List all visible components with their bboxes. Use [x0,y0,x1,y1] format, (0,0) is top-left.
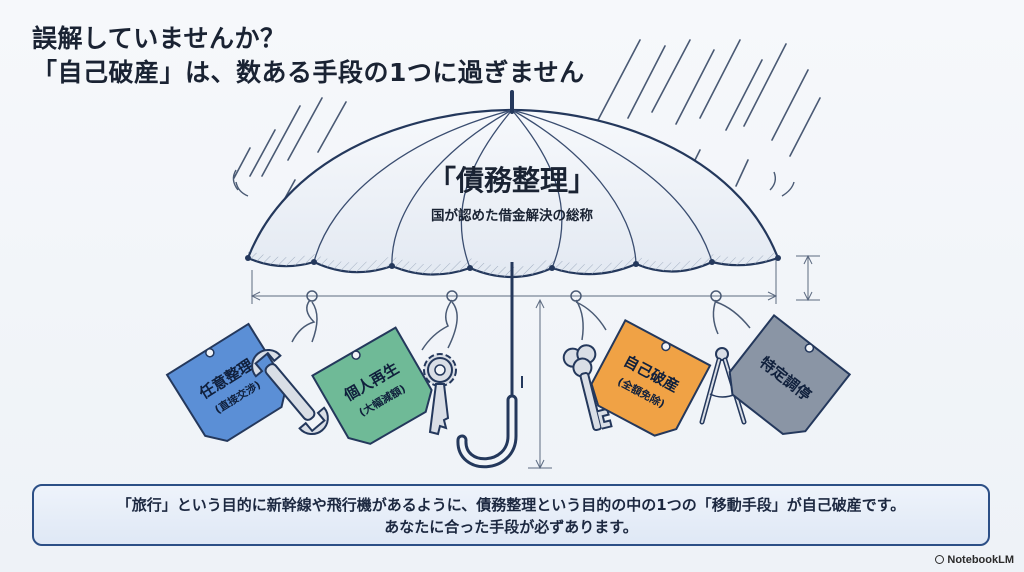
tag-jiko-hasan: 自己破産 (全額免除) [590,319,712,437]
tag-strings [291,290,751,351]
gear-key-icon [423,353,457,436]
wrench-icon [251,349,329,435]
umbrella-handle [456,262,523,469]
caption-line-2: あなたに合った手段が必ずあります。 [384,518,638,536]
umbrella-canopy [245,90,781,279]
brand-logo-icon [935,555,945,564]
umbrella-title: 「債務整理」 [428,164,596,197]
rain-icon [233,39,821,201]
splash-icon [232,169,795,197]
caption-line-1: 「旅行」という目的に新幹線や飛行機があるように、債務整理という目的の中の1つの「… [116,496,906,514]
title-line-2: 「自己破産」は、数ある手段の1つに過ぎません [32,58,585,87]
brand-watermark: NotebookLM [935,554,1014,566]
caption-box: 「旅行」という目的に新幹線や飛行機があるように、債務整理という目的の中の1つの「… [32,484,990,546]
brand-label: NotebookLM [947,554,1014,566]
tag-tokutei-chotei: 特定調停 [728,313,852,435]
tag-nini-seiri: 任意整理 (直接交渉) [165,322,288,443]
umbrella-subtitle: 国が認めた借金解決の総称 [431,207,593,224]
title-line-1: 誤解していませんか？ [32,24,286,53]
page-title: 誤解していませんか？ 「自己破産」は、数ある手段の1つに過ぎません [32,22,585,90]
tag-kojin-saisei: 個人再生 (大幅減額) [311,326,433,445]
